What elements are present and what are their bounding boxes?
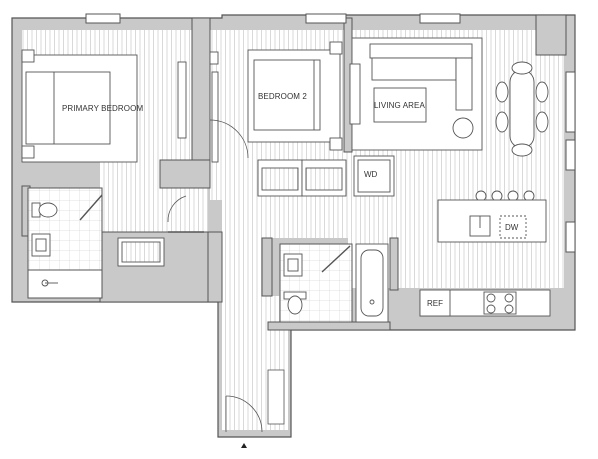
toilet-icon: [283, 291, 307, 315]
bedroom-2-label: BEDROOM 2: [258, 92, 307, 101]
entry-arrow-icon: [241, 443, 247, 448]
dining-table-icon: [495, 61, 549, 157]
toilet-icon: [31, 202, 58, 218]
shower-icon: [41, 279, 58, 287]
sink-icon: [31, 233, 51, 257]
interior-walls: [21, 17, 399, 331]
bed-icon: [21, 49, 187, 163]
kitchen-island: [437, 190, 547, 243]
sofa-icon: [349, 37, 483, 151]
room-labels: PRIMARY BEDROOM BEDROOM 2 LIVING AREA WD…: [62, 92, 519, 308]
primary-bedroom-label: PRIMARY BEDROOM: [62, 104, 143, 113]
second-bathroom: [279, 243, 389, 323]
bed-icon: [209, 41, 343, 163]
washer-dryer-label: WD: [364, 170, 378, 179]
cooktop-icon: [486, 293, 514, 314]
windows: [85, 13, 576, 253]
bathtub-icon: [355, 243, 389, 323]
kitchen-counter: [419, 289, 551, 317]
closet-icon: [117, 155, 395, 267]
primary-bathroom: [27, 187, 103, 299]
dishwasher-label: DW: [505, 223, 519, 232]
refrigerator-label: REF: [427, 299, 443, 308]
sink-icon: [283, 253, 303, 277]
living-area-label: LIVING AREA: [374, 101, 425, 110]
door-swing-icon: [167, 119, 285, 433]
